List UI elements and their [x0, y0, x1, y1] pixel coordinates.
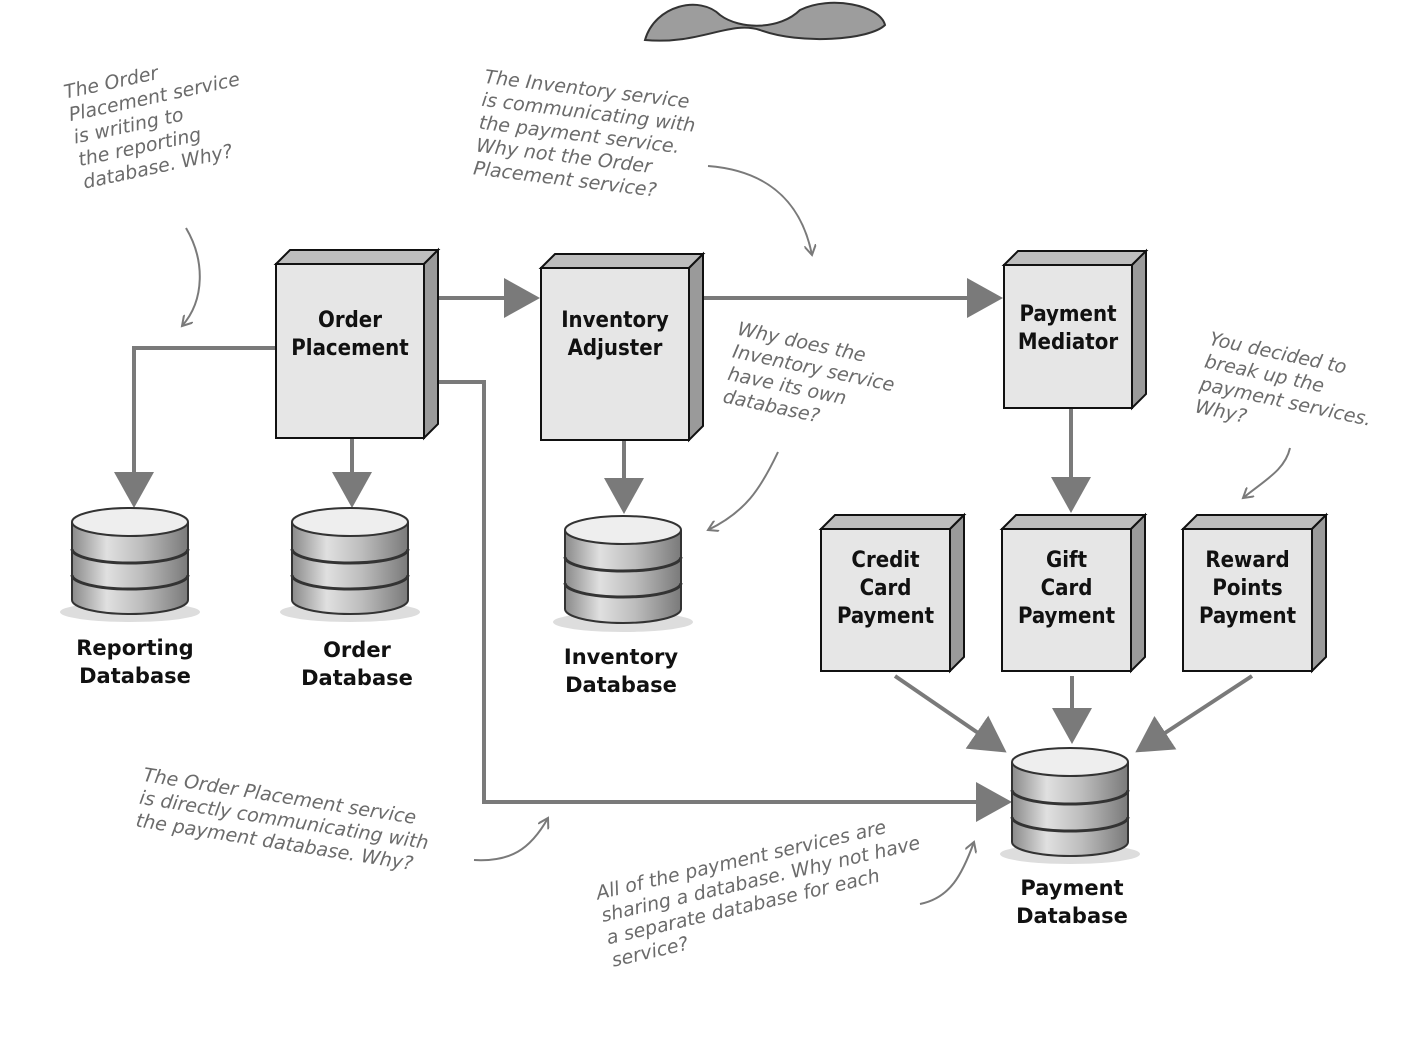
reporting-database-line2: Database — [79, 664, 191, 688]
payment-mediator-label: Payment Mediator — [1004, 301, 1132, 357]
database-payment-icon — [1000, 747, 1140, 864]
note-arrow-inventory-payment — [707, 165, 812, 255]
service-gift-card-payment — [999, 512, 1148, 674]
note-arrow-shared-db — [919, 842, 974, 905]
gift-card-payment-label: Gift Card Payment — [1002, 547, 1131, 631]
database-reporting-icon — [60, 507, 200, 622]
service-reward-points-payment — [1180, 512, 1329, 674]
credit-card-payment-line3: Payment — [836, 604, 935, 629]
reporting-database-label: Reporting Database — [55, 634, 215, 690]
payment-mediator-line2: Mediator — [1017, 330, 1119, 355]
gift-card-payment-line1: Gift — [1045, 548, 1088, 573]
inventory-database-line2: Database — [565, 673, 677, 697]
payment-database-label: Payment Database — [992, 874, 1152, 930]
inventory-database-label: Inventory Database — [541, 643, 701, 699]
top-decoration — [643, 1, 887, 42]
note-arrow-direct-payment-db — [473, 818, 548, 862]
annotation-arrows — [182, 165, 1291, 905]
connector-reward-to-payment-db — [1135, 674, 1254, 753]
order-database-line2: Database — [301, 666, 413, 690]
reward-points-payment-line2: Points — [1212, 576, 1283, 601]
credit-card-payment-line1: Credit — [851, 548, 920, 573]
inventory-adjuster-line1: Inventory — [561, 308, 669, 333]
connector-order-to-reporting-db — [114, 346, 276, 508]
order-database-line1: Order — [323, 638, 391, 662]
gift-card-payment-line3: Payment — [1017, 604, 1116, 629]
inventory-adjuster-line2: Adjuster — [567, 336, 663, 361]
order-placement-line2: Placement — [291, 336, 409, 361]
database-inventory-icon — [553, 515, 693, 632]
service-credit-card-payment — [818, 512, 967, 674]
service-inventory-adjuster — [538, 251, 706, 443]
note-arrow-reporting — [182, 227, 201, 326]
note-arrow-inventory-db — [708, 451, 779, 530]
note-arrow-break-up — [1243, 447, 1291, 498]
reward-points-payment-line1: Reward — [1205, 548, 1290, 573]
service-order-placement — [273, 247, 441, 441]
inventory-adjuster-label: Inventory Adjuster — [541, 307, 689, 363]
payment-database-line2: Database — [1016, 904, 1128, 928]
order-placement-line1: Order — [318, 308, 382, 333]
gift-card-payment-line2: Card — [1040, 576, 1093, 601]
reward-points-payment-line3: Payment — [1198, 604, 1297, 629]
inventory-database-line1: Inventory — [563, 645, 679, 669]
reward-points-payment-label: Reward Points Payment — [1183, 547, 1312, 631]
order-database-label: Order Database — [277, 636, 437, 692]
payment-database-line1: Payment — [1020, 876, 1124, 900]
payment-mediator-line1: Payment — [1019, 302, 1117, 327]
connector-credit-to-payment-db — [893, 674, 1007, 753]
database-order-icon — [280, 507, 420, 622]
reporting-database-line1: Reporting — [76, 636, 194, 660]
connector-order-to-payment-db — [438, 380, 1012, 822]
service-payment-mediator — [1001, 248, 1149, 411]
credit-card-payment-line2: Card — [859, 576, 912, 601]
order-placement-label: Order Placement — [276, 307, 424, 363]
connectors — [114, 278, 1254, 822]
credit-card-payment-label: Credit Card Payment — [821, 547, 950, 631]
